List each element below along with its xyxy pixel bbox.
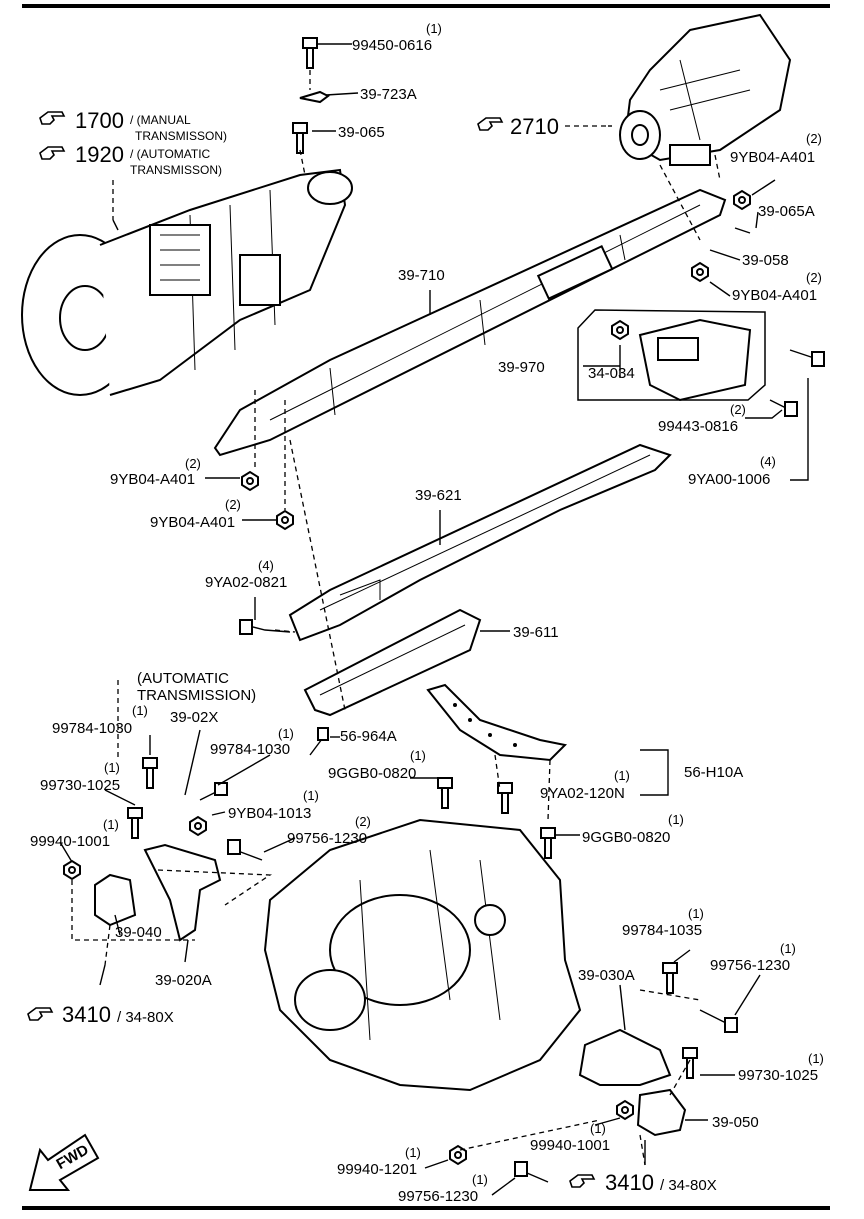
part-number: 99784-1030 bbox=[210, 741, 290, 758]
part-number: 9GGB0-0820 bbox=[582, 829, 670, 846]
part-number: 39-710 bbox=[398, 267, 445, 284]
qty: (1) bbox=[278, 726, 294, 741]
qty: (1) bbox=[614, 768, 630, 783]
ref-3410-left-suffix: / 34-80X bbox=[117, 1009, 174, 1026]
mount-39-040 bbox=[94, 873, 137, 927]
qty: (2) bbox=[355, 814, 371, 829]
part-number: 39-065 bbox=[338, 124, 385, 141]
bottom-border bbox=[22, 1206, 830, 1210]
ref-1700-note: / (MANUAL bbox=[130, 113, 191, 127]
ref-1700-note2: TRANSMISSON) bbox=[135, 129, 227, 143]
qty: (1) bbox=[688, 906, 704, 921]
qty: (4) bbox=[258, 558, 274, 573]
mount-39-050 bbox=[636, 1088, 687, 1137]
part-number: 9YA02-120N bbox=[540, 785, 625, 802]
qty: (2) bbox=[730, 402, 746, 417]
part-number: 9YB04-A401 bbox=[110, 471, 195, 488]
qty: (2) bbox=[806, 131, 822, 146]
under-plate bbox=[303, 608, 482, 717]
part-number: 99940-1001 bbox=[530, 1137, 610, 1154]
qty: (1) bbox=[472, 1172, 488, 1187]
ref-1700: 1700 bbox=[75, 108, 124, 133]
qty: (1) bbox=[405, 1145, 421, 1160]
part-number: 39-02X bbox=[170, 709, 218, 726]
part-number: 39-020A bbox=[155, 972, 212, 989]
part-number: 99940-1201 bbox=[337, 1161, 417, 1178]
part-number: 39-058 bbox=[742, 252, 789, 269]
cross-member bbox=[288, 443, 672, 642]
qty: (1) bbox=[808, 1051, 824, 1066]
qty: (1) bbox=[132, 703, 148, 718]
part-number: 9YB04-A401 bbox=[732, 287, 817, 304]
part-callouts: (1) 99450-0616 39-723A 39-065 (2) 9YB04-… bbox=[30, 21, 824, 1205]
part-number: 9YA02-0821 bbox=[205, 574, 287, 591]
qty: (1) bbox=[410, 748, 426, 763]
part-number: 39-030A bbox=[578, 967, 635, 984]
part-number: 9GGB0-0820 bbox=[328, 765, 416, 782]
engine-illustration bbox=[263, 818, 582, 1092]
power-plant-frame bbox=[213, 188, 727, 457]
ref-3410-left: 3410 bbox=[62, 1002, 111, 1027]
mount-bracket-39-030a bbox=[578, 1028, 672, 1086]
part-number: 39-621 bbox=[415, 487, 462, 504]
ref-3410-right: 3410 bbox=[605, 1170, 654, 1195]
part-number: 99443-0816 bbox=[658, 418, 738, 435]
part-number: 39-065A bbox=[758, 203, 815, 220]
leader-lines bbox=[59, 43, 809, 1196]
qty: (2) bbox=[225, 497, 241, 512]
part-number: 99730-1025 bbox=[40, 777, 120, 794]
part-number: 39-040 bbox=[115, 924, 162, 941]
part-number: 99730-1025 bbox=[738, 1067, 818, 1084]
bracket-box-39-970 bbox=[577, 309, 766, 402]
part-number: 39-611 bbox=[513, 624, 559, 641]
qty: (1) bbox=[780, 941, 796, 956]
part-number: 56-964A bbox=[340, 728, 397, 745]
section-note-2: TRANSMISSION) bbox=[137, 687, 256, 704]
ref-2710: 2710 bbox=[510, 114, 559, 139]
part-number: 9YB04-1013 bbox=[228, 805, 311, 822]
qty: (1) bbox=[426, 21, 442, 36]
part-number: 39-050 bbox=[712, 1114, 759, 1131]
part-number: 56-H10A bbox=[684, 764, 743, 781]
part-number: 9YB04-A401 bbox=[150, 514, 235, 531]
differential-illustration bbox=[619, 13, 792, 166]
part-number: 9YA00-1006 bbox=[688, 471, 770, 488]
part-number: 99450-0616 bbox=[352, 37, 432, 54]
ref-1920: 1920 bbox=[75, 142, 124, 167]
fwd-arrow-icon: FWD bbox=[28, 1133, 100, 1191]
qty: (1) bbox=[590, 1121, 606, 1136]
qty: (1) bbox=[303, 788, 319, 803]
fasteners bbox=[63, 37, 825, 1183]
mount-bracket-39-020a bbox=[143, 843, 222, 942]
part-number: 39-970 bbox=[498, 359, 545, 376]
qty: (1) bbox=[104, 760, 120, 775]
assembly-lines bbox=[71, 70, 721, 1166]
part-number: 99940-1001 bbox=[30, 833, 110, 850]
part-number: 39-723A bbox=[360, 86, 417, 103]
part-number: 99784-1035 bbox=[622, 922, 702, 939]
bracket-56-h10a bbox=[426, 683, 568, 762]
part-number: 99756-1230 bbox=[398, 1188, 478, 1205]
qty: (2) bbox=[806, 270, 822, 285]
qty: (4) bbox=[760, 454, 776, 469]
qty: (2) bbox=[185, 456, 201, 471]
transmission-illustration bbox=[21, 168, 353, 396]
part-number: 34-034 bbox=[588, 365, 635, 382]
ref-1920-note: / (AUTOMATIC bbox=[130, 147, 211, 161]
section-note: (AUTOMATIC bbox=[137, 670, 229, 687]
qty: (1) bbox=[668, 812, 684, 827]
part-number: 99756-1230 bbox=[710, 957, 790, 974]
part-number: 9YB04-A401 bbox=[730, 149, 815, 166]
ref-3410-right-suffix: / 34-80X bbox=[660, 1177, 717, 1194]
ref-1920-note2: TRANSMISSON) bbox=[130, 163, 222, 177]
top-border bbox=[22, 4, 830, 8]
part-number: 99784-1030 bbox=[52, 720, 132, 737]
qty: (1) bbox=[103, 817, 119, 832]
part-number: 99756-1230 bbox=[287, 830, 367, 847]
